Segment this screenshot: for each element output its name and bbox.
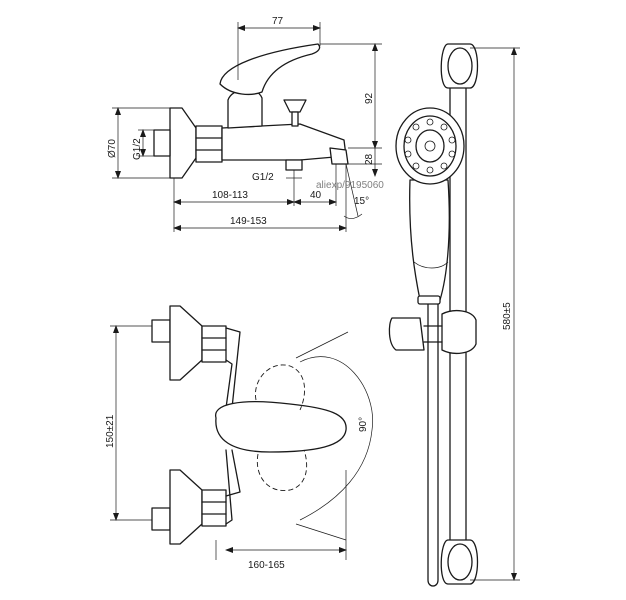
- upper-flange: [169, 305, 203, 381]
- shower-outlet: [285, 159, 303, 171]
- dim-center-range: 108-113: [212, 190, 248, 201]
- slider-holder: [388, 317, 425, 351]
- lever-handle: [219, 43, 321, 96]
- front-lever-rotated: [255, 364, 306, 411]
- diverter-knob: [283, 99, 307, 113]
- lower-nut: [201, 489, 227, 527]
- handset-handle: [409, 179, 450, 301]
- watermark: aliexp/9195060: [316, 180, 384, 191]
- dim-lever-angle: 90°: [358, 417, 369, 432]
- slider-clamp: [441, 309, 477, 355]
- wall-flange: [169, 107, 197, 179]
- dim-top-height: 92: [364, 92, 375, 104]
- dim-rail-length: 580±5: [502, 302, 513, 330]
- dim-thread-left: G1/2: [132, 138, 143, 160]
- hex-nut: [195, 125, 223, 163]
- wall-pipe: [153, 129, 171, 157]
- shower-nozzles: [404, 118, 456, 174]
- dim-spout-height: 28: [364, 153, 375, 165]
- lower-pipe: [151, 507, 171, 531]
- lower-flange: [169, 469, 203, 545]
- front-lever: [215, 401, 347, 453]
- dim-front-width: 160-165: [248, 560, 285, 571]
- front-view-mixer: 90° 150±21 160-165: [105, 305, 374, 571]
- dim-spout-angle: 15°: [354, 196, 369, 207]
- mixer-body: [221, 123, 347, 161]
- dim-total-range: 149-153: [230, 216, 267, 227]
- shower-rail-assembly: 580±5: [388, 43, 520, 587]
- dim-outlet-offset: 40: [310, 190, 322, 201]
- side-view-mixer: 77 92 28 Ø70 G1/2 G1/2 108-113 40: [107, 16, 382, 232]
- shower-hose: [427, 299, 439, 587]
- dim-top-width: 77: [272, 16, 284, 27]
- spout-tip: [329, 147, 349, 165]
- dim-spacing: 150±21: [105, 414, 116, 448]
- upper-nut: [201, 325, 227, 363]
- upper-pipe: [151, 319, 171, 343]
- dim-thread-outlet: G1/2: [252, 172, 274, 183]
- dim-diameter: Ø70: [107, 139, 118, 158]
